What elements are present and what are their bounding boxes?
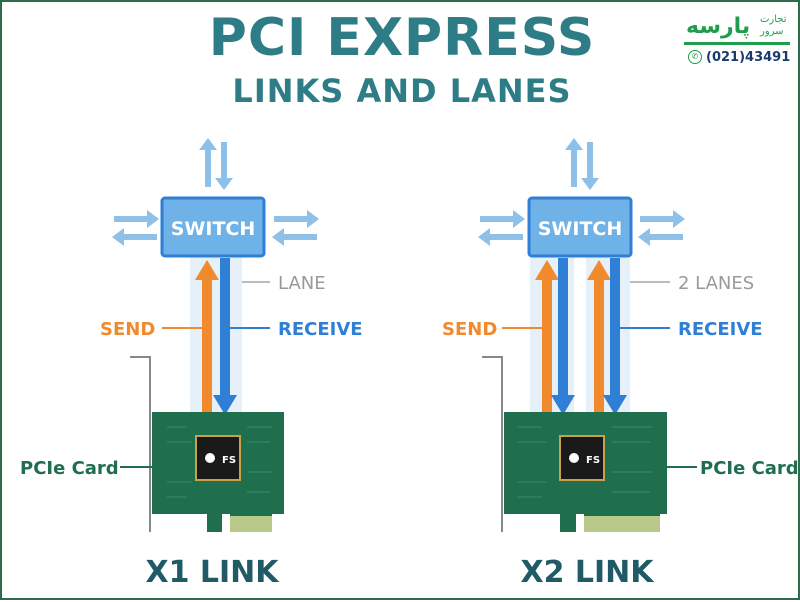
switch-right-arrows-icon bbox=[638, 210, 685, 246]
switch-left-arrows-icon bbox=[112, 210, 159, 246]
card-bracket bbox=[130, 356, 151, 532]
pcie-card: FS bbox=[504, 412, 667, 532]
page-subtitle: LINKS AND LANES bbox=[232, 72, 572, 110]
lane-label: LANE bbox=[278, 273, 326, 294]
x2-diagram: SWITCH 2 LANES SEND bbox=[442, 138, 799, 590]
card-label: PCIe Card bbox=[20, 458, 119, 479]
logo-phone: (021)43491 bbox=[706, 50, 791, 65]
card-label: PCIe Card bbox=[700, 458, 799, 479]
chip bbox=[559, 435, 605, 481]
switch-up-down-arrows-icon bbox=[565, 138, 599, 190]
link-label: X1 LINK bbox=[145, 555, 280, 590]
lane-highlight bbox=[586, 257, 630, 417]
receive-arrow bbox=[603, 258, 627, 415]
pcie-card: FS bbox=[152, 412, 284, 532]
receive-arrow bbox=[213, 258, 237, 415]
switch-up-down-arrows-icon bbox=[199, 138, 233, 190]
phone-icon: ✆ bbox=[688, 50, 702, 64]
brand-logo: پارسه تجارت سرور ✆ (021)43491 bbox=[682, 12, 792, 72]
card-bracket bbox=[482, 356, 503, 532]
chip-label: FS bbox=[586, 455, 600, 466]
x1-diagram: SWITCH LANE SEND RECEIVE bbox=[20, 138, 363, 590]
lanes-label: 2 LANES bbox=[678, 273, 754, 294]
send-label: SEND bbox=[442, 319, 497, 340]
lane-highlight bbox=[190, 257, 242, 417]
logo-line-1: تجارت bbox=[760, 14, 787, 25]
link-label: X2 LINK bbox=[520, 555, 655, 590]
logo-underline bbox=[684, 42, 790, 45]
send-label: SEND bbox=[100, 319, 155, 340]
switch-box bbox=[160, 196, 266, 258]
logo-line-2: سرور bbox=[760, 26, 784, 37]
receive-arrow bbox=[551, 258, 575, 415]
chip-label: FS bbox=[222, 455, 236, 466]
send-arrow bbox=[535, 260, 559, 417]
chip bbox=[195, 435, 241, 481]
page-title: PCI EXPRESS bbox=[208, 8, 596, 68]
receive-label: RECEIVE bbox=[278, 319, 363, 340]
send-arrow bbox=[195, 260, 219, 417]
logo-brand: پارسه bbox=[686, 14, 751, 39]
send-arrow bbox=[587, 260, 611, 417]
switch-box bbox=[527, 196, 633, 258]
switch-right-arrows-icon bbox=[272, 210, 319, 246]
receive-label: RECEIVE bbox=[678, 319, 763, 340]
switch-left-arrows-icon bbox=[478, 210, 525, 246]
switch-label: SWITCH bbox=[538, 218, 623, 240]
switch-label: SWITCH bbox=[171, 218, 256, 240]
